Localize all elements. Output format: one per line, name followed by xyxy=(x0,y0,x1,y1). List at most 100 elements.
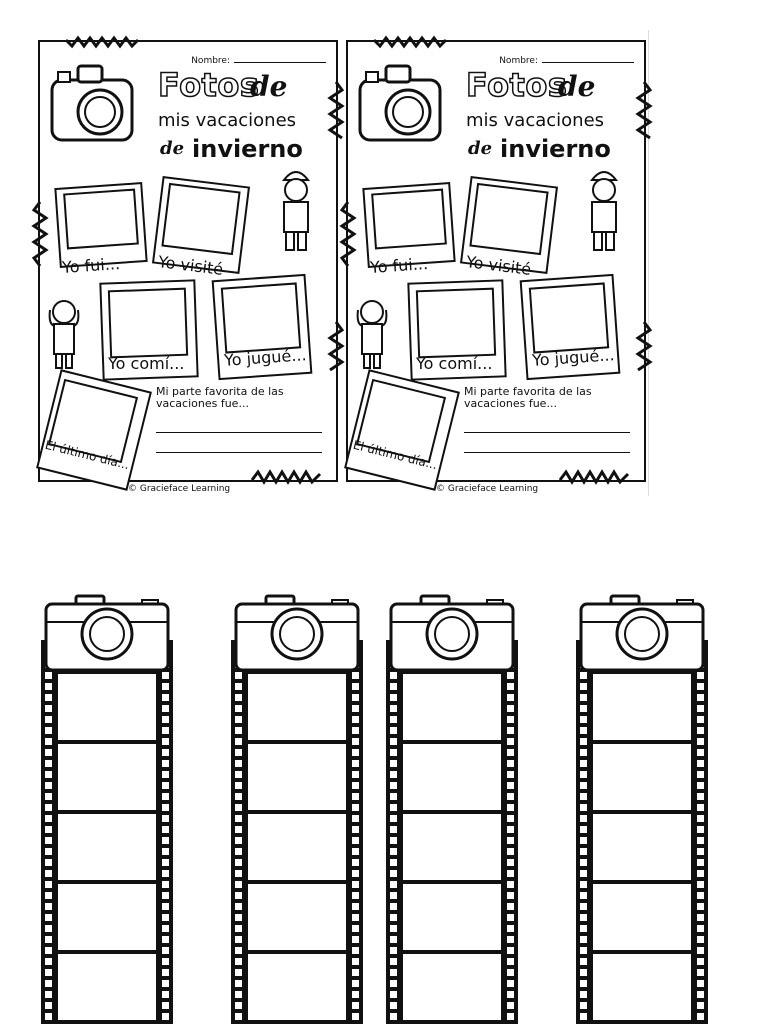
name-field: Nombre: xyxy=(499,56,634,66)
sprocket-hole xyxy=(507,782,514,789)
sprocket-hole xyxy=(580,694,587,701)
sprocket-hole xyxy=(352,683,359,690)
sprocket-hole xyxy=(162,672,169,679)
sprocket-hole xyxy=(235,980,242,987)
worksheet-preview: Nombre: Fotos de mis vacaciones de invie… xyxy=(30,30,653,496)
sprocket-hole xyxy=(162,859,169,866)
sprocket-hole xyxy=(235,947,242,954)
sprocket-hole xyxy=(390,672,397,679)
sprocket-hole xyxy=(507,859,514,866)
sprocket-hole xyxy=(352,980,359,987)
title-de-2: de xyxy=(468,138,493,159)
sprocket-hole xyxy=(235,782,242,789)
film-frame xyxy=(248,884,346,950)
boy-illustration xyxy=(281,171,311,251)
sprocket-hole xyxy=(580,760,587,767)
sprocket-hole xyxy=(45,672,52,679)
sprocket-hole xyxy=(390,771,397,778)
film-strip-graphic xyxy=(41,594,173,1024)
sprocket-hole xyxy=(697,738,704,745)
sprocket-hole xyxy=(390,815,397,822)
sprocket-hole xyxy=(507,672,514,679)
title-invierno: invierno xyxy=(192,135,303,163)
sprocket-hole xyxy=(235,859,242,866)
sprocket-hole xyxy=(697,892,704,899)
title-line2: mis vacaciones xyxy=(158,110,297,131)
sprocket-hole xyxy=(45,903,52,910)
sprocket-hole xyxy=(162,892,169,899)
sprocket-hole xyxy=(507,694,514,701)
writing-line xyxy=(464,432,630,433)
title-de-2: de xyxy=(160,138,185,159)
worksheet-decorations xyxy=(31,35,345,491)
sprocket-hole xyxy=(697,771,704,778)
sprocket-hole xyxy=(45,771,52,778)
sprocket-hole xyxy=(697,837,704,844)
sprocket-hole xyxy=(580,804,587,811)
sprocket-hole xyxy=(162,936,169,943)
sprocket-hole xyxy=(390,826,397,833)
sprocket-hole xyxy=(352,914,359,921)
caption-comi: Yo comí... xyxy=(416,354,493,373)
photo-frame-visite xyxy=(459,175,559,275)
sprocket-hole xyxy=(45,837,52,844)
sprocket-hole xyxy=(390,694,397,701)
sprocket-hole xyxy=(235,683,242,690)
sprocket-hole xyxy=(580,980,587,987)
sprocket-hole xyxy=(162,848,169,855)
sprocket-hole xyxy=(45,870,52,877)
sprocket-hole xyxy=(390,782,397,789)
sprocket-hole xyxy=(507,683,514,690)
sprocket-hole xyxy=(697,727,704,734)
sprocket-hole xyxy=(45,683,52,690)
sprocket-hole xyxy=(45,804,52,811)
sprocket-hole xyxy=(507,716,514,723)
sprocket-hole xyxy=(162,749,169,756)
sprocket-hole xyxy=(352,727,359,734)
sprocket-hole xyxy=(45,991,52,998)
sprocket-hole xyxy=(45,826,52,833)
sprocket-hole xyxy=(45,925,52,932)
sprocket-hole xyxy=(235,969,242,976)
sprocket-hole xyxy=(507,771,514,778)
camera-icon xyxy=(234,594,360,672)
sprocket-hole xyxy=(162,870,169,877)
worksheet-decorations xyxy=(339,35,653,491)
film-frame xyxy=(58,814,156,880)
sprocket-hole xyxy=(507,826,514,833)
writing-line xyxy=(156,452,322,453)
sprocket-hole xyxy=(162,826,169,833)
sprocket-hole xyxy=(697,1002,704,1009)
sprocket-hole xyxy=(697,694,704,701)
sprocket-hole xyxy=(697,826,704,833)
film-frame xyxy=(248,814,346,880)
sprocket-hole xyxy=(580,716,587,723)
sprocket-hole xyxy=(507,892,514,899)
film-frame xyxy=(58,884,156,950)
sprocket-hole xyxy=(507,881,514,888)
sprocket-hole xyxy=(235,738,242,745)
sprocket-hole xyxy=(235,903,242,910)
film-strip-graphic xyxy=(386,594,518,1024)
sprocket-hole xyxy=(697,980,704,987)
sprocket-hole xyxy=(352,1013,359,1020)
sprocket-hole xyxy=(697,848,704,855)
sprocket-hole xyxy=(697,804,704,811)
writing-line xyxy=(464,452,630,453)
film-frame xyxy=(248,744,346,810)
sprocket-hole xyxy=(162,837,169,844)
sprocket-hole xyxy=(507,815,514,822)
sprocket-hole xyxy=(507,1013,514,1020)
sprocket-hole xyxy=(507,837,514,844)
sprocket-hole xyxy=(390,1002,397,1009)
zigzag-border-right-lower xyxy=(635,321,653,372)
sprocket-hole xyxy=(45,727,52,734)
sprocket-hole xyxy=(352,749,359,756)
sprocket-hole xyxy=(162,738,169,745)
sprocket-hole xyxy=(235,1013,242,1020)
sprocket-hole xyxy=(235,870,242,877)
sprocket-hole xyxy=(390,991,397,998)
sprocket-hole xyxy=(235,815,242,822)
film-frame xyxy=(403,814,501,880)
sprocket-hole xyxy=(45,958,52,965)
